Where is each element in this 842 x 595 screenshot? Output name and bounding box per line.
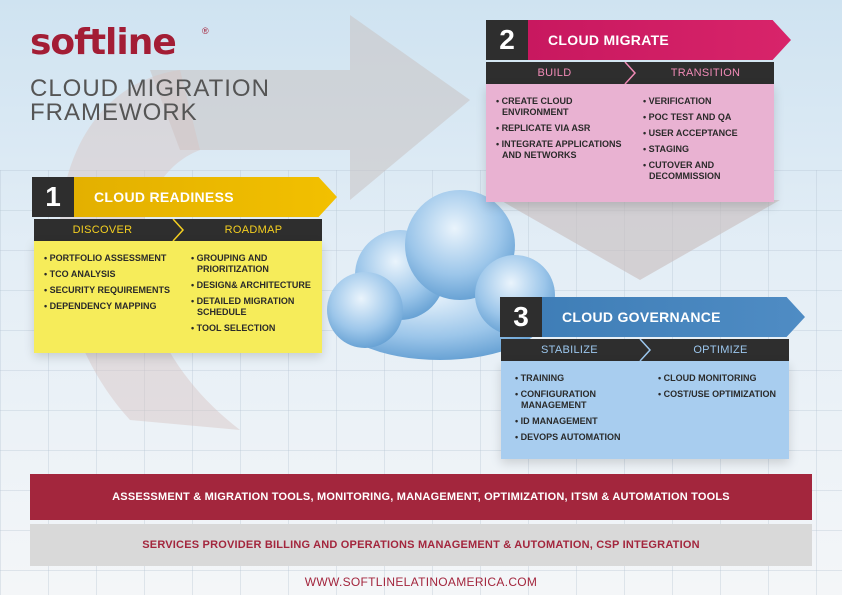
page-title-line2: FRAMEWORK xyxy=(30,99,198,126)
section-2-right-list: VERIFICATION POC TEST AND QA USER ACCEPTAN… xyxy=(643,96,771,187)
section-3-right-list: CLOUD MONITORING COST/USE OPTIMIZATION xyxy=(658,373,786,405)
section-3-header: 3 CLOUD GOVERNANCE xyxy=(500,297,805,337)
list-item: DETAILED MIGRATION SCHEDULE xyxy=(191,296,319,318)
section-1-left-list: PORTFOLIO ASSESSMENT TCO ANALYSIS SECURITY… xyxy=(44,253,174,317)
list-item: CUTOVER AND DECOMMISSION xyxy=(643,160,771,182)
list-item: CONFIGURATION MANAGEMENT xyxy=(515,389,645,411)
section-2-body: CREATE CLOUD ENVIRONMENT REPLICATE VIA AS… xyxy=(486,84,774,202)
section-1-number: 1 xyxy=(32,177,74,217)
phase-transition: TRANSITION xyxy=(670,67,741,79)
list-item: COST/USE OPTIMIZATION xyxy=(658,389,786,400)
list-item: STAGING xyxy=(643,144,771,155)
list-item: TOOL SELECTION xyxy=(191,323,319,334)
list-item: VERIFICATION xyxy=(643,96,771,107)
section-3-body: TRAINING CONFIGURATION MANAGEMENT ID MANAG… xyxy=(501,361,789,459)
tools-banner: ASSESSMENT & MIGRATION TOOLS, MONITORING… xyxy=(30,474,812,520)
section-2-phase-bar: BUILD TRANSITION xyxy=(486,62,774,84)
section-2-header: 2 CLOUD MIGRATE xyxy=(486,20,791,60)
page-title-line1: CLOUD MIGRATION xyxy=(30,75,270,102)
chevron-right-icon xyxy=(624,62,637,84)
section-2-number: 2 xyxy=(486,20,528,60)
section-3-number: 3 xyxy=(500,297,542,337)
section-1-header: 1 CLOUD READINESS xyxy=(32,177,337,217)
section-3-phase-bar: STABILIZE OPTIMIZE xyxy=(501,339,789,361)
list-item: SECURITY REQUIREMENTS xyxy=(44,285,174,296)
list-item: POC TEST AND QA xyxy=(643,112,771,123)
section-2-left-list: CREATE CLOUD ENVIRONMENT REPLICATE VIA AS… xyxy=(496,96,626,166)
list-item: PORTFOLIO ASSESSMENT xyxy=(44,253,174,264)
phase-optimize: OPTIMIZE xyxy=(693,344,748,356)
phase-build: BUILD xyxy=(537,67,572,79)
list-item: DESIGN& ARCHITECTURE xyxy=(191,280,319,291)
section-1-title: CLOUD READINESS xyxy=(74,177,337,217)
section-3-title: CLOUD GOVERNANCE xyxy=(542,297,805,337)
phase-roadmap: ROADMAP xyxy=(224,224,283,236)
list-item: DEVOPS AUTOMATION xyxy=(515,432,645,443)
list-item: ID MANAGEMENT xyxy=(515,416,645,427)
section-1-phase-bar: DISCOVER ROADMAP xyxy=(34,219,322,241)
section-1-body: PORTFOLIO ASSESSMENT TCO ANALYSIS SECURITY… xyxy=(34,241,322,353)
phase-discover: DISCOVER xyxy=(72,224,133,236)
list-item: REPLICATE VIA ASR xyxy=(496,123,626,134)
list-item: CLOUD MONITORING xyxy=(658,373,786,384)
chevron-right-icon xyxy=(172,219,185,241)
services-banner: SERVICES PROVIDER BILLING AND OPERATIONS… xyxy=(30,524,812,566)
list-item: USER ACCEPTANCE xyxy=(643,128,771,139)
website-link[interactable]: WWW.SOFTLINELATINOAMERICA.COM xyxy=(304,575,538,589)
section-2-title: CLOUD MIGRATE xyxy=(528,20,791,60)
section-1-right-list: GROUPING AND PRIORITIZATION DESIGN& ARCHI… xyxy=(191,253,319,339)
list-item: CREATE CLOUD ENVIRONMENT xyxy=(496,96,626,118)
registered-mark: ® xyxy=(202,26,209,36)
list-item: TCO ANALYSIS xyxy=(44,269,174,280)
section-3-left-list: TRAINING CONFIGURATION MANAGEMENT ID MANAG… xyxy=(515,373,645,448)
logo-text: softline xyxy=(30,22,177,63)
cloud-icon xyxy=(327,190,555,360)
list-item: DEPENDENCY MAPPING xyxy=(44,301,174,312)
softline-logo: softline ® xyxy=(30,22,209,63)
list-item: GROUPING AND PRIORITIZATION xyxy=(191,253,319,275)
list-item: TRAINING xyxy=(515,373,645,384)
chevron-right-icon xyxy=(639,339,652,361)
list-item: INTEGRATE APPLICATIONS AND NETWORKS xyxy=(496,139,626,161)
phase-stabilize: STABILIZE xyxy=(541,344,598,356)
